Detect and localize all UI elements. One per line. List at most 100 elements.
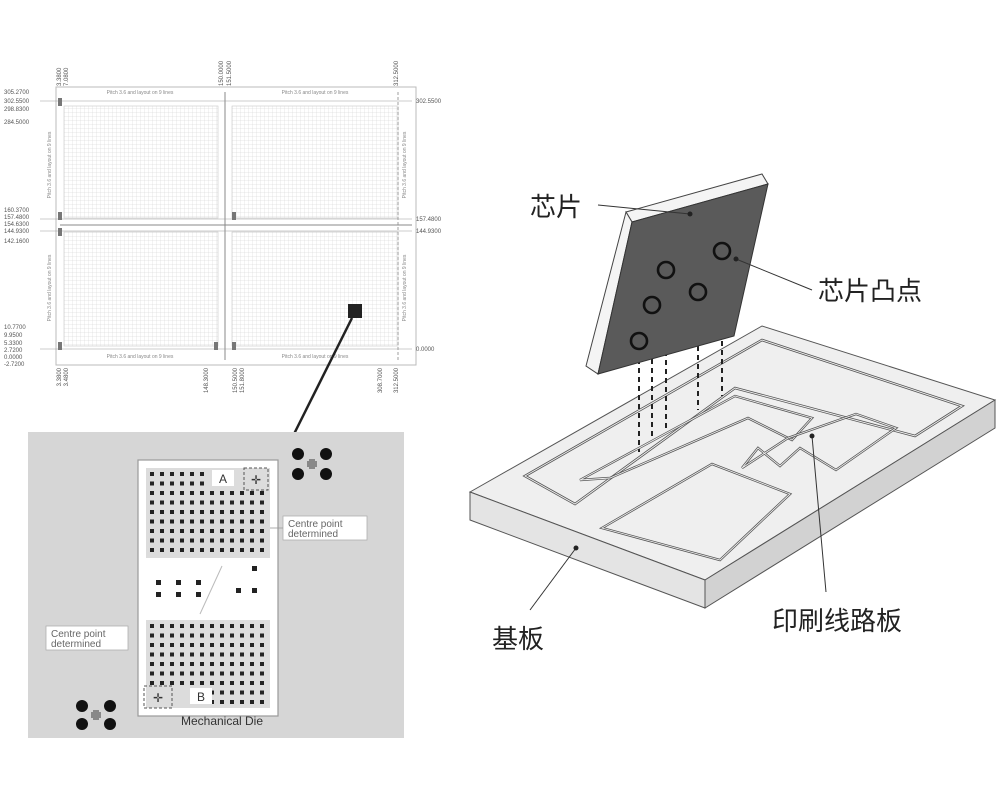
die-pad [200,538,204,543]
y-label-left: 160.3700 [4,208,30,214]
die-pad [170,481,174,486]
die-pad [176,592,181,597]
die-pad [150,491,154,495]
die-pad [230,538,234,543]
pitch-note-vertical-left-bottom: Pitch 3.6 and layout on 9 lines [47,254,53,321]
substrate-leader-dot [573,545,579,551]
die-pad [180,538,184,543]
die-pad [190,652,194,657]
die-pad [230,633,234,638]
pitch-note-top-left: Pitch 3.6 and layout on 9 lines [107,90,174,96]
die-pad [250,510,254,514]
die-pad [210,643,214,647]
chip-face [597,183,769,375]
die-pad [160,548,164,552]
y-label-left: 2.7200 [4,348,23,354]
die-pad [156,592,161,597]
y-label-left: 142.1600 [4,239,30,245]
pcb-inner-conductor-hl [579,395,813,481]
fiducial-mark [58,98,62,106]
fiducial-mark [58,228,62,236]
die-pad [220,662,224,666]
die-pad [150,633,154,638]
die-pad [200,529,204,533]
die-pad [200,643,204,647]
die-pad [260,690,264,695]
chip-leader-dot [687,211,693,217]
die-pad [260,510,264,514]
y-label-left: 284.5000 [4,120,30,126]
die-pad [160,472,164,476]
die-pad [260,671,264,676]
x-label-top: 3.3800 [57,67,63,86]
chip-bump [642,295,662,315]
y-label-left: 144.9300 [4,229,30,235]
die-pad [170,538,174,543]
alignment-symbol-bottom [76,700,116,730]
die-pad [170,500,174,505]
note-top-line1: Centre point [288,519,343,530]
alignment-symbol-top [292,448,332,480]
die-pad [260,681,264,685]
die-pad [190,538,194,543]
die-pad [230,700,234,704]
die-pad [160,491,164,495]
die-pad [190,671,194,676]
die-pad [150,529,154,533]
die-diagonal-trace [199,565,223,615]
die-pad [230,643,234,647]
die-pad [240,538,244,543]
die-pad [220,643,224,647]
die-pad [200,519,204,524]
die-pad [220,681,224,685]
die-pad [150,681,154,685]
pcb-right-pad-hl [741,413,897,471]
pcb-label: 印刷线路板 [772,607,902,637]
die-pad [250,690,254,695]
die-pad [200,633,204,638]
x-label-bottom: 150.5000 [233,367,239,393]
die-pad [252,588,257,593]
chip-bump [656,260,676,280]
die-pad-block-top [146,468,270,558]
die-pad [180,548,184,552]
die-pad [230,624,234,628]
die-pad [180,662,184,666]
die-pad [240,510,244,514]
die-pad [260,548,264,552]
die-pad [250,519,254,524]
x-label-top: 151.5000 [227,60,233,86]
substrate-leader [529,547,577,611]
die-pad [220,538,224,543]
die-pad [210,662,214,666]
crosshair-icon: ✛ [153,691,163,705]
y-label-left: 10.7700 [4,325,26,331]
substrate-side-face [704,399,996,609]
die-pad [180,510,184,514]
die-pad [156,580,161,585]
die-pad [210,548,214,552]
pitch-note-vertical-right-bottom: Pitch 3.6 and layout on 9 lines [402,254,408,321]
die-pad [240,700,244,704]
pcb-leader [811,435,827,593]
die-pad [190,519,194,524]
die-pad [220,500,224,505]
die-pad [230,671,234,676]
die-pad [240,624,244,628]
die-view: A B ✛ ✛ Centre point determined Centre p… [28,432,404,738]
die-pad [260,700,264,704]
die-pad [250,624,254,628]
crosshair-icon: ✛ [251,473,261,487]
die-pad [170,652,174,657]
die-pad [240,491,244,495]
die-pad [200,671,204,676]
die-pad [160,643,164,647]
x-label-top: 150.0000 [219,60,225,86]
die-pad [160,671,164,676]
assembly-diagram: 芯片 芯片凸点 基板 印刷线路板 [468,173,997,655]
x-label-bottom: 3.4800 [64,367,70,386]
die-pad [170,510,174,514]
x-label-bottom: 312.5000 [394,367,400,393]
grid-quadrant-top-left [63,105,219,219]
die-pad [190,510,194,514]
